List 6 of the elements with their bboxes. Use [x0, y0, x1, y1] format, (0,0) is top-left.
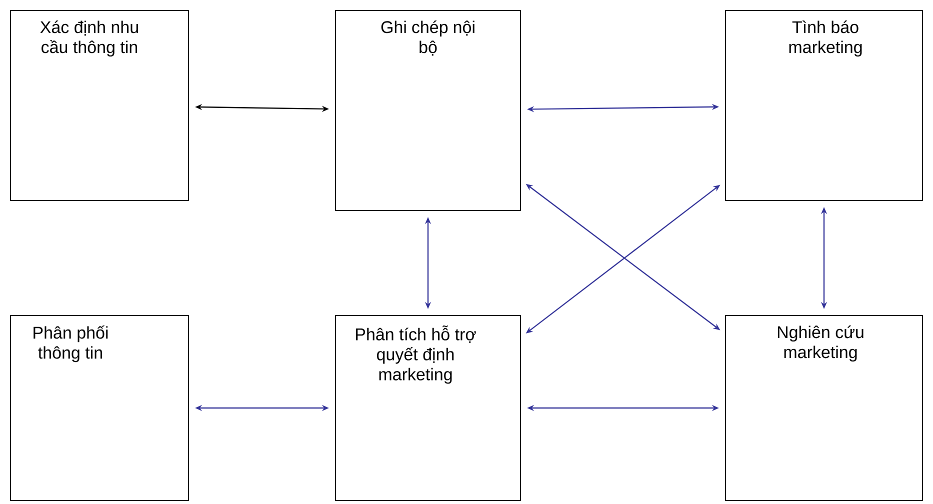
text-box: Phân phối thông tin [10, 315, 189, 501]
text-box: Tình báo marketing [725, 10, 923, 201]
text-box: Nghiên cứu marketing [725, 315, 923, 501]
text-box: Xác định nhu cầu thông tin [10, 10, 189, 201]
text-box: Ghi chép nội bộ [335, 10, 521, 211]
text-box: Phân tích hỗ trợ quyết định marketing [335, 315, 521, 501]
